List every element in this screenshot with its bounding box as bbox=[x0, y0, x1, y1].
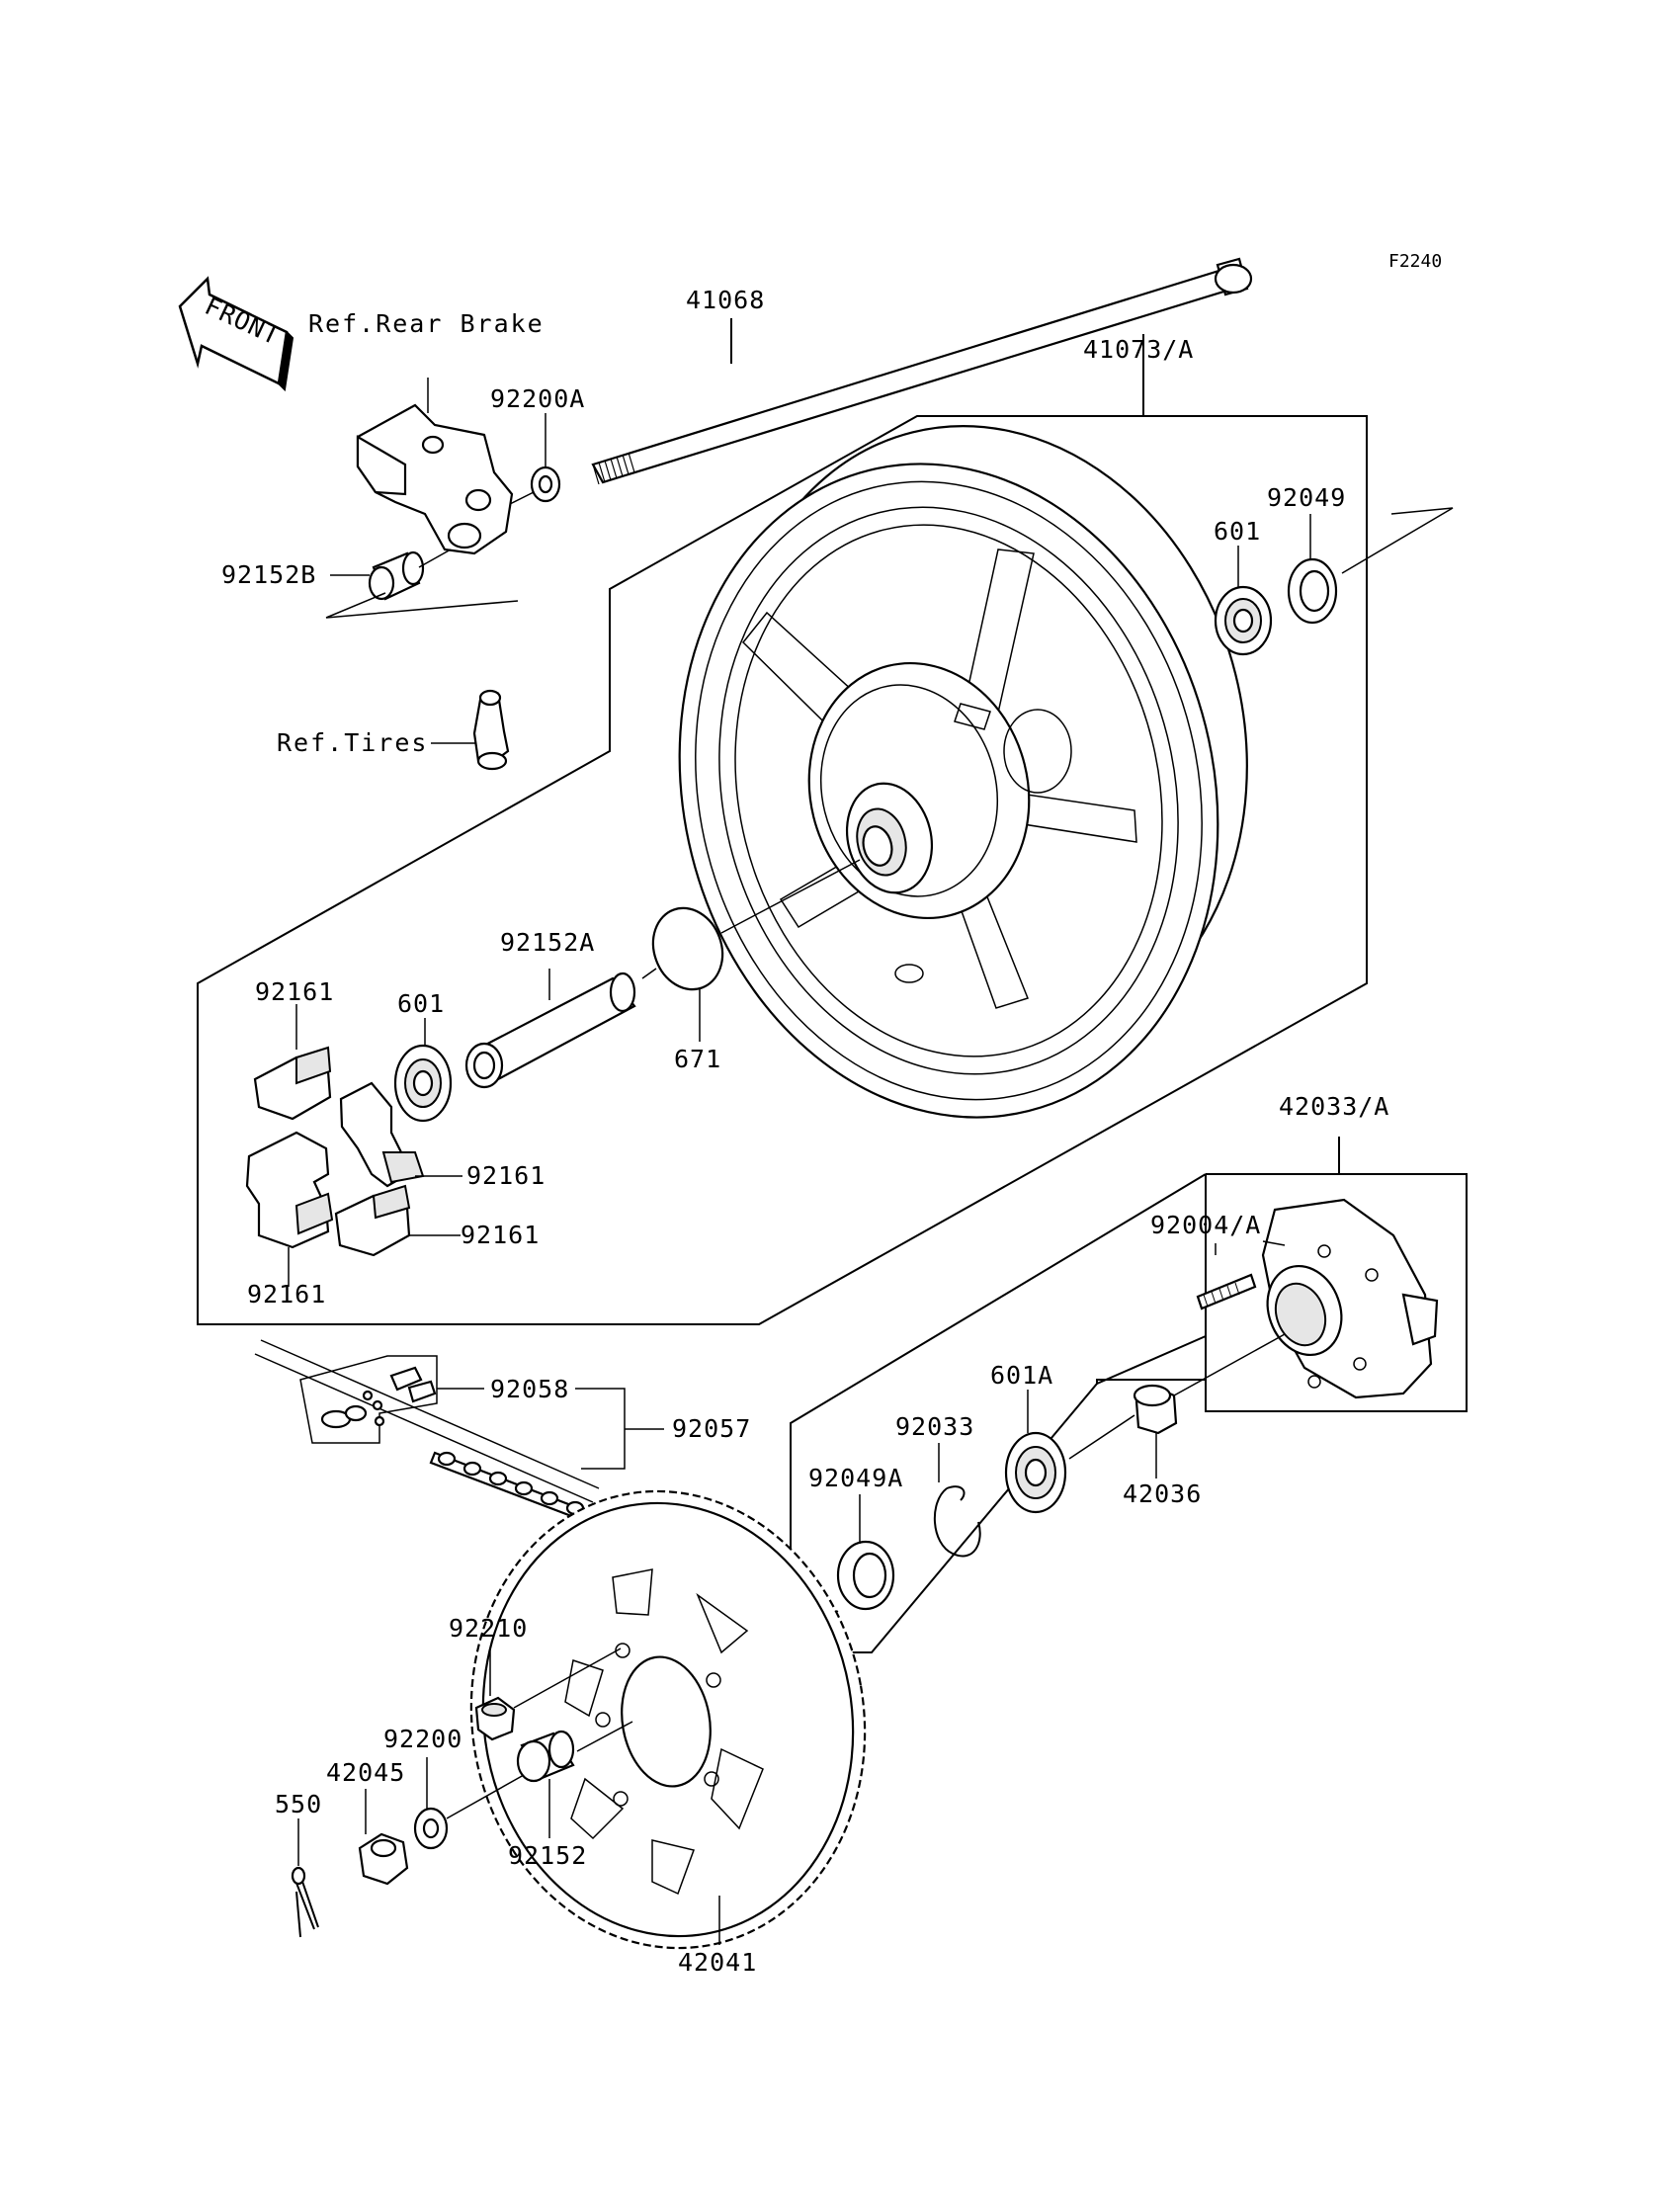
bearing-601A bbox=[1004, 1431, 1067, 1514]
hub-flange-part bbox=[1261, 1198, 1439, 1399]
label-671: 671 bbox=[674, 1045, 721, 1073]
collar-92152B bbox=[368, 550, 425, 601]
label-92152A: 92152A bbox=[500, 928, 595, 957]
circlip-92033 bbox=[933, 1485, 981, 1558]
label-92049: 92049 bbox=[1267, 483, 1346, 512]
drive-chain-part bbox=[254, 1339, 600, 1524]
cotter-pin-550 bbox=[291, 1866, 319, 1938]
damper-92161-b bbox=[339, 1081, 425, 1188]
master-link-frame bbox=[299, 1355, 438, 1444]
label-92200A: 92200A bbox=[490, 384, 585, 413]
figure-code: F2240 bbox=[1388, 251, 1442, 272]
label-42041: 42041 bbox=[678, 1948, 757, 1977]
o-ring-671 bbox=[651, 906, 724, 991]
brake-bracket-part bbox=[356, 403, 514, 555]
label-41073A: 41073/A bbox=[1083, 335, 1194, 364]
collar-42036 bbox=[1133, 1384, 1178, 1435]
label-92210: 92210 bbox=[449, 1614, 528, 1643]
washer-92200A bbox=[530, 465, 561, 503]
bearing-601-mid bbox=[393, 1044, 453, 1123]
label-601A: 601A bbox=[990, 1361, 1053, 1390]
label-92057: 92057 bbox=[672, 1414, 751, 1443]
sprocket-part bbox=[469, 1489, 867, 1950]
label-92033: 92033 bbox=[895, 1412, 974, 1441]
label-601-mid: 601 bbox=[397, 989, 445, 1018]
label-92161-a: 92161 bbox=[255, 977, 334, 1006]
label-92049A: 92049A bbox=[808, 1464, 903, 1492]
castle-nut-42045 bbox=[358, 1832, 409, 1886]
nut-92210 bbox=[474, 1696, 516, 1741]
label-92161-b: 92161 bbox=[466, 1161, 546, 1190]
damper-92161-a bbox=[253, 1046, 332, 1121]
label-41068: 41068 bbox=[686, 286, 765, 314]
tire-valve-part bbox=[472, 689, 510, 771]
damper-92161-c bbox=[245, 1131, 334, 1249]
label-ref-tires: Ref.Tires bbox=[277, 728, 428, 757]
damper-92161-d bbox=[334, 1184, 411, 1257]
label-42045: 42045 bbox=[326, 1758, 405, 1787]
label-92200: 92200 bbox=[383, 1725, 462, 1753]
washer-92200 bbox=[413, 1807, 449, 1850]
bearing-601-top bbox=[1214, 585, 1273, 656]
stud-92004A bbox=[1196, 1273, 1257, 1310]
master-link-part bbox=[320, 1366, 437, 1429]
wheel-group-frame bbox=[197, 415, 1368, 1325]
label-92004A: 92004/A bbox=[1150, 1211, 1261, 1239]
seal-92049 bbox=[1287, 557, 1338, 625]
label-92161-d: 92161 bbox=[247, 1280, 326, 1309]
axle-part bbox=[591, 257, 1253, 485]
front-arrow-icon: FRONT bbox=[178, 276, 294, 392]
rear-wheel-part bbox=[678, 425, 1248, 1119]
collar-92152 bbox=[516, 1730, 575, 1783]
label-92152B: 92152B bbox=[221, 560, 316, 589]
label-550: 550 bbox=[275, 1790, 322, 1818]
label-92058: 92058 bbox=[490, 1375, 569, 1403]
collar-92152A bbox=[464, 972, 636, 1089]
label-42033A: 42033/A bbox=[1279, 1092, 1389, 1121]
label-601-top: 601 bbox=[1214, 517, 1261, 546]
label-92161-c: 92161 bbox=[461, 1221, 540, 1249]
seal-92049A bbox=[836, 1540, 895, 1611]
label-92152: 92152 bbox=[508, 1841, 587, 1870]
label-42036: 42036 bbox=[1123, 1479, 1202, 1508]
label-ref-rear-brake: Ref.Rear Brake bbox=[308, 309, 545, 338]
